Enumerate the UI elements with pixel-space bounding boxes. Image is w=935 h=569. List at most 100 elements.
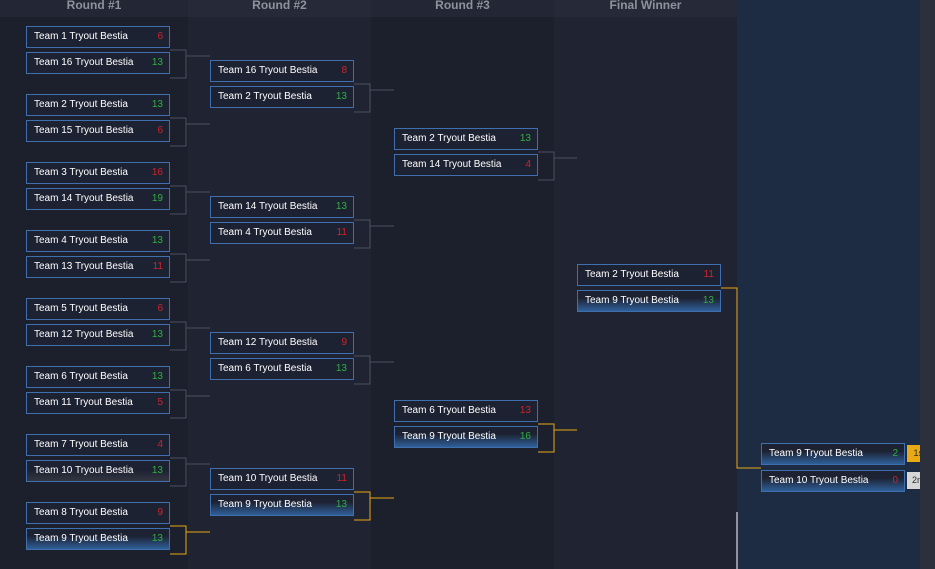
team-slot-r1-13[interactable]: Team 7 Tryout Bestia 4 (26, 434, 170, 456)
team-score: 11 (703, 269, 714, 280)
round-header-1: Round #1 (0, 0, 188, 17)
team-slot-r2-1[interactable]: Team 16 Tryout Bestia 8 (210, 60, 354, 82)
team-name: Team 6 Tryout Bestia (218, 363, 312, 374)
connector-final-winner (721, 287, 761, 469)
team-name: Team 3 Tryout Bestia (34, 167, 128, 178)
team-score: 11 (336, 227, 347, 238)
team-score: 6 (157, 125, 163, 136)
team-name: Team 14 Tryout Bestia (34, 193, 134, 204)
team-name: Team 14 Tryout Bestia (402, 159, 502, 170)
team-name: Team 6 Tryout Bestia (34, 371, 128, 382)
team-name: Team 10 Tryout Bestia (769, 475, 869, 486)
team-name: Team 2 Tryout Bestia (218, 91, 312, 102)
team-slot-r1-9[interactable]: Team 5 Tryout Bestia 6 (26, 298, 170, 320)
team-name: Team 12 Tryout Bestia (218, 337, 318, 348)
team-score: 16 (519, 431, 531, 442)
team-score: 6 (157, 303, 163, 314)
connector-r1-7 (170, 457, 187, 487)
team-score: 8 (341, 65, 347, 76)
team-name: Team 16 Tryout Bestia (218, 65, 318, 76)
team-score: 13 (335, 91, 347, 102)
team-score: 9 (341, 337, 347, 348)
team-slot-r1-5[interactable]: Team 3 Tryout Bestia 16 (26, 162, 170, 184)
team-score: 13 (519, 405, 531, 416)
team-slot-r3-1[interactable]: Team 2 Tryout Bestia 13 (394, 128, 538, 150)
team-name: Team 4 Tryout Bestia (34, 235, 128, 246)
team-score: 13 (151, 465, 163, 476)
team-score: 9 (157, 507, 163, 518)
team-score: 13 (335, 499, 347, 510)
round-header-3: Round #3 (371, 0, 554, 17)
team-slot-r1-10[interactable]: Team 12 Tryout Bestia 13 (26, 324, 170, 346)
round-header-2: Round #2 (188, 0, 371, 17)
team-slot-r3-4[interactable]: Team 9 Tryout Bestia 16 (394, 426, 538, 448)
team-name: Team 14 Tryout Bestia (218, 201, 318, 212)
team-name: Team 4 Tryout Bestia (218, 227, 312, 238)
team-slot-final-2[interactable]: Team 10 Tryout Bestia 0 (761, 470, 905, 492)
team-name: Team 9 Tryout Bestia (402, 431, 496, 442)
connector-r1-6 (170, 389, 187, 419)
team-slot-r1-3[interactable]: Team 2 Tryout Bestia 13 (26, 94, 170, 116)
connector-r3-1 (538, 151, 555, 181)
team-score: 13 (335, 201, 347, 212)
team-score: 13 (519, 133, 531, 144)
team-name: Team 8 Tryout Bestia (34, 507, 128, 518)
team-slot-r1-14[interactable]: Team 10 Tryout Bestia 13 (26, 460, 170, 482)
team-score: 16 (151, 167, 163, 178)
team-score: 13 (702, 295, 714, 306)
team-name: Team 2 Tryout Bestia (34, 99, 128, 110)
connector-r2-4 (354, 491, 371, 521)
round-header-4: Final Winner (554, 0, 737, 17)
team-name: Team 2 Tryout Bestia (402, 133, 496, 144)
team-name: Team 9 Tryout Bestia (34, 533, 128, 544)
team-score: 2 (892, 448, 898, 459)
team-slot-r1-7[interactable]: Team 4 Tryout Bestia 13 (26, 230, 170, 252)
column-3-background (371, 0, 554, 569)
team-slot-r4-2[interactable]: Team 9 Tryout Bestia 13 (577, 290, 721, 312)
team-name: Team 7 Tryout Bestia (34, 439, 128, 450)
connector-r1-3 (170, 185, 187, 215)
team-slot-r2-4[interactable]: Team 4 Tryout Bestia 11 (210, 222, 354, 244)
connector-r2-1 (354, 83, 371, 113)
connector-r2-2 (354, 219, 371, 249)
team-name: Team 10 Tryout Bestia (34, 465, 134, 476)
team-slot-r2-2[interactable]: Team 2 Tryout Bestia 13 (210, 86, 354, 108)
team-slot-r2-7[interactable]: Team 10 Tryout Bestia 11 (210, 468, 354, 490)
team-score: 4 (157, 439, 163, 450)
connector-r1-4 (170, 253, 187, 283)
team-slot-r1-15[interactable]: Team 8 Tryout Bestia 9 (26, 502, 170, 524)
team-name: Team 5 Tryout Bestia (34, 303, 128, 314)
team-name: Team 13 Tryout Bestia (34, 261, 134, 272)
team-score: 13 (151, 99, 163, 110)
connector-r1-2 (170, 117, 187, 147)
connector-r1-1 (170, 49, 187, 79)
connector-r2-3 (354, 355, 371, 385)
team-slot-r2-5[interactable]: Team 12 Tryout Bestia 9 (210, 332, 354, 354)
team-score: 13 (151, 329, 163, 340)
team-score: 6 (157, 31, 163, 42)
team-slot-r2-3[interactable]: Team 14 Tryout Bestia 13 (210, 196, 354, 218)
connector-r1-5 (170, 321, 187, 351)
team-score: 0 (892, 475, 898, 486)
team-name: Team 9 Tryout Bestia (585, 295, 679, 306)
team-score: 5 (157, 397, 163, 408)
scrollbar[interactable] (920, 0, 935, 569)
team-score: 13 (151, 235, 163, 246)
team-name: Team 12 Tryout Bestia (34, 329, 134, 340)
team-score: 11 (336, 473, 347, 484)
team-name: Team 10 Tryout Bestia (218, 473, 318, 484)
